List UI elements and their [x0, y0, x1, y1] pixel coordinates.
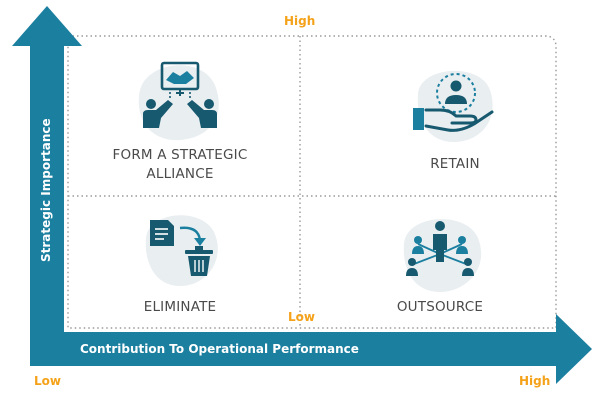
quadrant-label-outsource: OUTSOURCE — [396, 299, 484, 315]
x-axis-low-label: Low — [34, 374, 61, 388]
quadrant-label-eliminate: ELIMINATE — [143, 299, 217, 315]
x-axis-arrow — [30, 314, 592, 384]
handshake-icon — [143, 61, 217, 128]
x-axis-high-label: High — [519, 374, 551, 388]
alliance-label-line1: FORM A STRATEGIC — [112, 147, 248, 163]
quadrant-label-form-strategic-alliance: FORM A STRATEGIC ALLIANCE — [100, 146, 260, 184]
center-low-label: Low — [288, 310, 315, 324]
y-axis-arrow — [12, 6, 82, 366]
network-people-icon — [406, 221, 474, 276]
document-to-trash-icon — [150, 220, 213, 276]
grid-outer-frame — [67, 35, 557, 329]
y-axis-title: Strategic Importance — [39, 118, 53, 262]
x-axis-title: Contribution To Operational Performance — [80, 342, 359, 356]
y-axis-high-label: High — [284, 14, 316, 28]
quadrant-grid — [67, 35, 557, 329]
hand-holding-person-icon — [413, 73, 494, 132]
alliance-label-line2: ALLIANCE — [146, 166, 214, 182]
quadrant-label-retain: RETAIN — [430, 156, 480, 172]
